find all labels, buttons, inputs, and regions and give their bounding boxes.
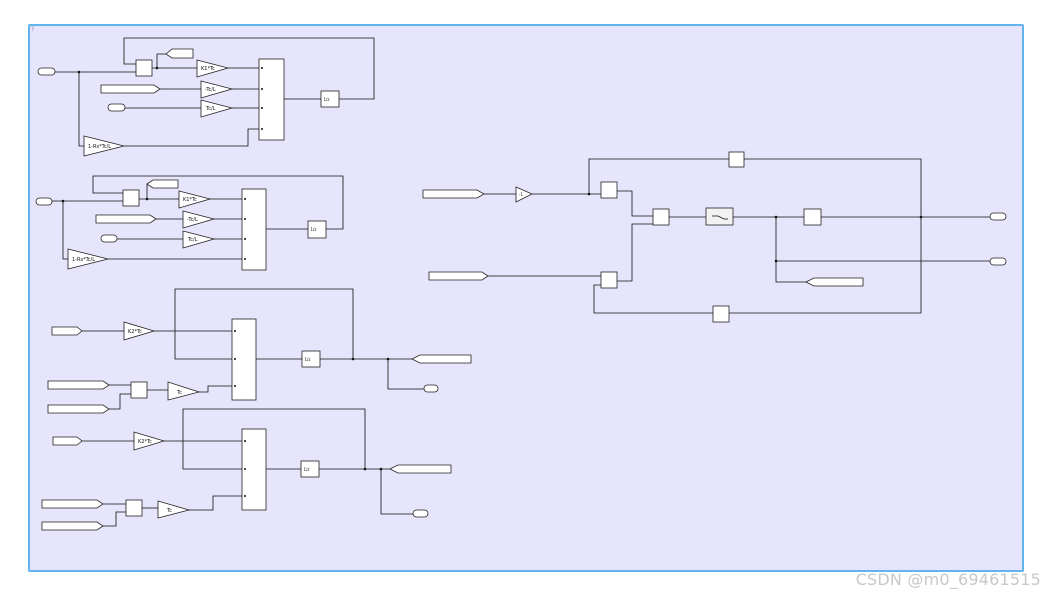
product-block-r[interactable] [652, 208, 670, 226]
gain-label-b-k1: K1*Tc [183, 197, 197, 203]
gain-block-a-k1[interactable] [196, 59, 230, 78]
gain-label-a-tcl-neg: -Tc/L [205, 87, 216, 93]
subsystem-d: K2*Tc Tc 1/z [41, 408, 452, 531]
gain-label-a-k1: K1*Tc [201, 66, 215, 72]
sum-block-r2[interactable] [600, 271, 618, 289]
goto-tag-c[interactable] [411, 354, 472, 364]
from-tag-d3[interactable] [41, 521, 104, 531]
gain-block-a-tcl[interactable] [200, 99, 234, 118]
subsystem-right: -1 [422, 151, 1007, 323]
unit-delay-label-a: 1/z [324, 97, 330, 102]
product-block-c[interactable] [130, 381, 148, 399]
gain-block-r[interactable] [803, 208, 822, 226]
gain-block-b-tcl-neg[interactable] [182, 210, 216, 229]
sum-block-d[interactable] [241, 428, 267, 511]
goto-tag-a[interactable] [165, 48, 194, 59]
constant-b[interactable] [100, 234, 118, 243]
unit-delay-label-d: 1/z [304, 467, 310, 472]
gain-block-a-tcl-neg[interactable] [200, 80, 234, 99]
unit-delay-label-b: 1/z [311, 227, 317, 232]
goto-tag-d[interactable] [389, 464, 452, 474]
outport-d[interactable] [412, 509, 429, 518]
unit-delay-a[interactable] [320, 90, 340, 108]
gain-label-b-rs: 1-Rs*Tc/L [72, 257, 95, 263]
from-tag-d1[interactable] [52, 436, 83, 446]
canvas-corner-mark: ? [31, 26, 35, 33]
outport-r1[interactable] [989, 212, 1007, 221]
product-block-a[interactable] [135, 59, 153, 77]
goto-tag-b[interactable] [146, 179, 179, 189]
gain-block-b-tcl[interactable] [182, 230, 216, 249]
unit-delay-b[interactable] [307, 220, 327, 239]
goto-tag-r[interactable] [805, 277, 864, 287]
subsystem-c: K2*Tc Tc 1/z [47, 288, 472, 414]
inport-a[interactable] [37, 67, 56, 76]
gain-label-a-tcl: Tc/L [205, 106, 216, 112]
from-tag-a1[interactable] [100, 84, 161, 94]
gain-label-a-rs: 1-Rs*Tc/L [88, 144, 111, 150]
delay-block-r-bottom[interactable] [712, 305, 730, 323]
watermark-text: CSDN @m0_69461515 [855, 570, 1041, 589]
gain-block-neg1[interactable] [515, 186, 533, 203]
unit-delay-c[interactable] [301, 350, 321, 368]
gain-label-b-tcl-neg: -Tc/L [187, 217, 198, 223]
from-tag-c3[interactable] [47, 404, 110, 414]
gain-label-neg1: -1 [519, 192, 523, 197]
gain-label-d-tc: Tc [166, 508, 172, 514]
gain-block-d-k2[interactable] [133, 431, 166, 451]
unit-delay-label-c: 1/z [305, 357, 311, 362]
subsystem-a: K1*Tc -Tc/L Tc/L 1-Rs*Tc/L 1/z [37, 37, 375, 157]
gain-block-b-rs[interactable] [67, 248, 109, 270]
from-tag-c2[interactable] [47, 380, 110, 390]
gain-label-c-tc: Tc [176, 390, 182, 396]
gain-label-c-k2: K2*Tc [128, 329, 142, 335]
from-tag-r1[interactable] [422, 189, 485, 199]
gain-block-a-rs[interactable] [83, 135, 125, 157]
unit-delay-d[interactable] [300, 460, 320, 478]
gain-label-d-k2: K2*Tc [138, 439, 152, 445]
inport-b[interactable] [35, 197, 53, 206]
sum-block-a[interactable] [258, 58, 285, 141]
delay-block-r-top[interactable] [728, 151, 745, 168]
sum-block-c[interactable] [231, 318, 257, 401]
gain-block-b-k1[interactable] [178, 190, 212, 209]
from-tag-b1[interactable] [95, 214, 157, 224]
sum-block-r1[interactable] [600, 181, 618, 199]
subsystem-b: K1*Tc -Tc/L Tc/L 1-Rs*Tc/L 1/z [35, 175, 344, 271]
gain-block-c-tc[interactable] [167, 381, 201, 401]
model-canvas[interactable] [28, 24, 1024, 572]
gain-label-b-tcl: Tc/L [187, 237, 198, 243]
product-block-b[interactable] [122, 189, 140, 207]
outport-r2[interactable] [989, 257, 1007, 266]
from-tag-d2[interactable] [41, 499, 104, 509]
gain-block-c-k2[interactable] [123, 321, 156, 341]
constant-a[interactable] [107, 103, 126, 112]
from-tag-c1[interactable] [51, 326, 83, 336]
gain-block-d-tc[interactable] [157, 500, 191, 519]
from-tag-r2[interactable] [428, 271, 489, 281]
saturation-curve [712, 215, 728, 220]
outport-c[interactable] [423, 384, 439, 393]
product-block-d[interactable] [125, 499, 143, 517]
sum-block-b[interactable] [241, 188, 267, 271]
